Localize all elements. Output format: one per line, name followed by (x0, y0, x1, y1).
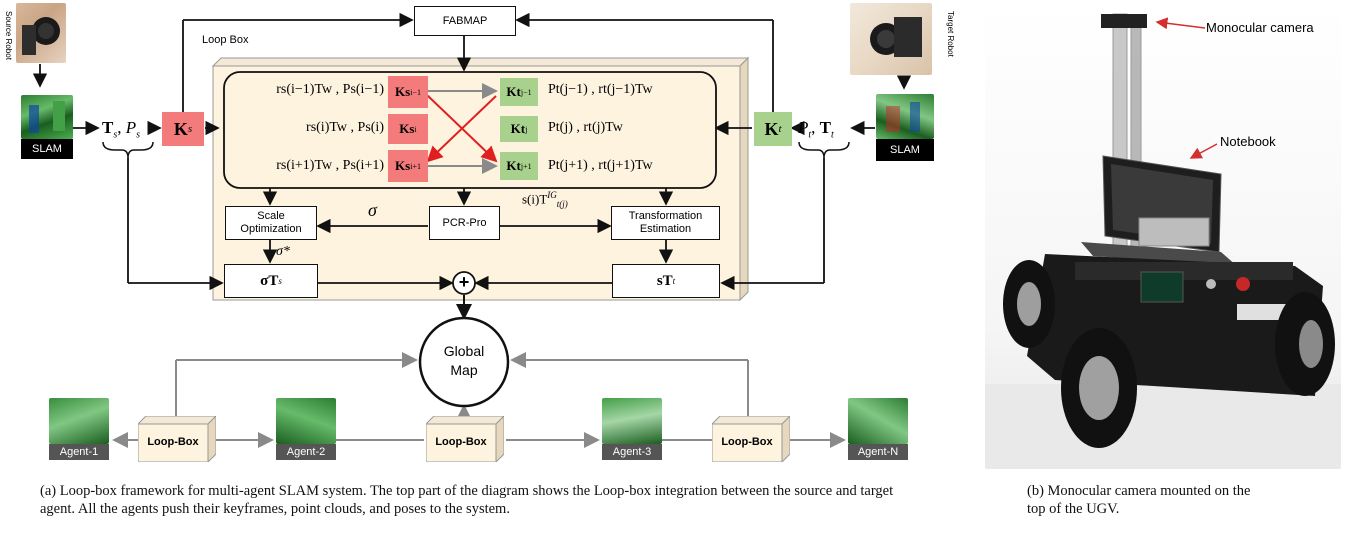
loop-box-title: Loop Box (202, 34, 249, 46)
loop-box-cube-3-shape (710, 414, 792, 464)
agent-3-label: Agent-3 (602, 444, 662, 460)
loop-box-cube-2: Loop-Box (424, 414, 506, 464)
monocular-camera-label: Monocular camera (1206, 20, 1314, 35)
source-kf-row-2: rs(i)Tw , Ps(i) (306, 120, 384, 135)
panel-a: Source Robot (4, 3, 955, 517)
source-kf-row-3: rs(i+1)Tw , Ps(i+1) (276, 158, 384, 173)
loop-box-cube-1-label: Loop-Box (147, 436, 199, 448)
caption-b: (b) Monocular camera mounted on the top … (1027, 483, 1251, 517)
panel-a-lines (32, 12, 912, 448)
loop-box-cube-3: Loop-Box (710, 414, 792, 464)
target-cloud-pose: Pt, Tt (798, 118, 834, 141)
agent-3-view (602, 398, 662, 444)
merge-plus: + (458, 272, 470, 292)
agent-n-label: Agent-N (848, 444, 908, 460)
target-camera-photo (850, 3, 932, 75)
target-robot-label: Target Robot (946, 11, 955, 57)
source-kf-row-1: rs(i−1)Tw , Ps(i−1) (276, 82, 384, 97)
pcr-pro-box: PCR-Pro (429, 206, 500, 240)
target-slam-view (876, 94, 934, 139)
agent-1-label: Agent-1 (49, 444, 109, 460)
loop-box-cube-3-label: Loop-Box (721, 436, 773, 448)
initial-guess-label: s(i)TIGt(j) (522, 190, 568, 209)
agent-2-label: Agent-2 (276, 444, 336, 460)
agent-1-view (49, 398, 109, 444)
global-map-label: Global Map (443, 343, 485, 378)
loop-box-cube-1-shape (136, 414, 218, 464)
ugv-photo (985, 4, 1341, 469)
fabmap-box: FABMAP (414, 6, 516, 36)
target-slam-label: SLAM (876, 139, 934, 161)
agent-n-view (848, 398, 908, 444)
source-slam-label: SLAM (21, 139, 73, 159)
agent-2-view (276, 398, 336, 444)
sigma-label: σ (368, 200, 377, 220)
source-slam-view (21, 95, 73, 139)
target-kf-row-2: Pt(j) , rt(j)Tw (548, 120, 623, 135)
panel-b-annotations (1155, 17, 1218, 159)
transformation-estimation-box: Transformation Estimation (611, 206, 720, 240)
notebook-label: Notebook (1220, 134, 1276, 149)
ugv-drawing (985, 13, 1341, 469)
panel-b: Monocular camera Notebook (b) Monocular … (985, 0, 1354, 555)
scale-optimization-box: Scale Optimization (225, 206, 317, 240)
loop-box-cube-1: Loop-Box (136, 414, 218, 464)
loop-box-cube-2-shape (424, 414, 506, 464)
loop-box-cube-2-label: Loop-Box (435, 436, 487, 448)
source-camera-photo (16, 3, 66, 63)
source-pose-cloud: Ts, Ps (102, 118, 141, 141)
target-kf-row-1: Pt(j−1) , rt(j−1)Tw (548, 82, 653, 97)
target-kf-row-3: Pt(j+1) , rt(j+1)Tw (548, 158, 653, 173)
caption-a: (a) Loop-box framework for multi-agent S… (40, 483, 894, 517)
sigma-star-label: σ* (276, 244, 290, 259)
